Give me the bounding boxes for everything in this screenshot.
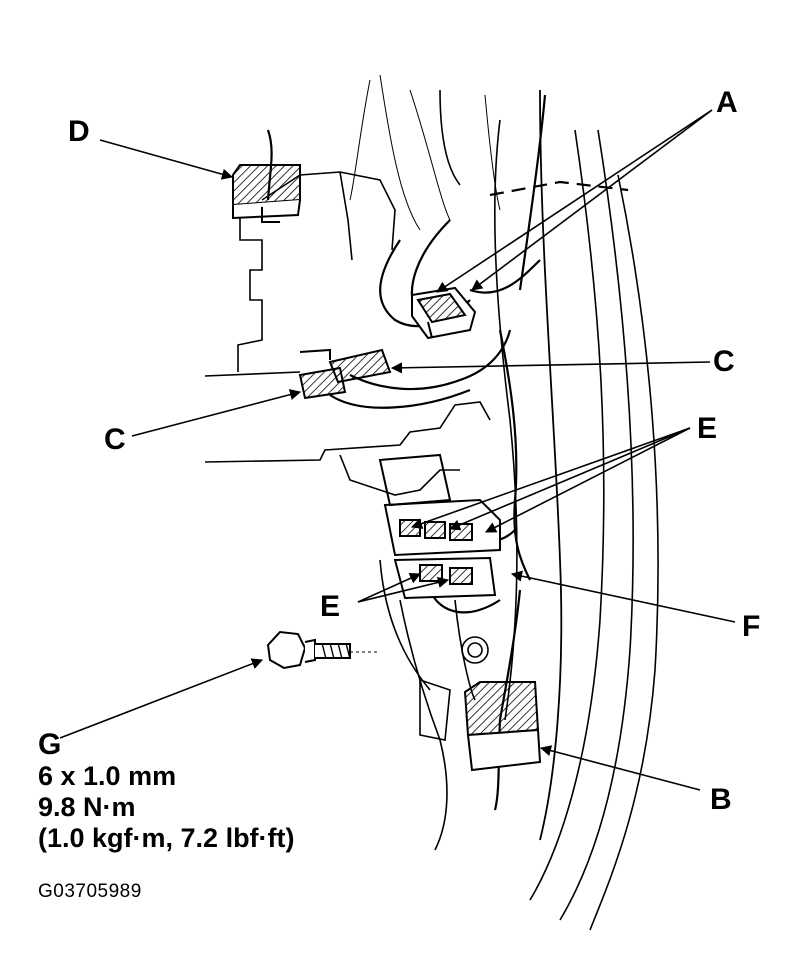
leader-e-upper-1 [410,427,691,529]
figure-id: G03705989 [38,881,142,902]
bolt-spec: 6 x 1.0 mm 9.8 N·m (1.0 kgf·m, 7.2 lbf·f… [38,761,295,854]
callout-c-left: C [104,423,126,456]
leader-b [539,745,701,791]
leader-d [99,139,234,180]
bolt-size: 6 x 1.0 mm [38,761,177,791]
connector-d [232,164,301,223]
callout-f: F [742,610,761,643]
bolt-torque-nm: 9.8 N·m [38,792,136,822]
connector-c [298,348,392,400]
leader-e-upper-2 [448,427,691,531]
connector-a [411,286,477,340]
callout-g: G [38,728,62,761]
callout-a: A [716,86,738,119]
leader-g [59,658,264,739]
leader-lines [59,109,736,791]
leader-e-lower-1 [357,573,422,603]
connector-e-group [378,453,501,600]
leader-c-right [390,361,711,374]
callout-d: D [68,115,90,148]
callout-e-lower: E [320,590,341,623]
leader-e-upper-3 [485,427,691,533]
leader-e-lower-2 [357,576,450,603]
leader-a-1 [436,109,713,293]
connector-b [463,681,542,772]
leader-f [510,570,736,623]
callout-b: B [710,783,732,816]
leader-a-2 [471,109,713,291]
leader-c-left [131,389,302,437]
bolt-torque-alt: (1.0 kgf·m, 7.2 lbf·ft) [38,823,295,853]
callout-e-upper: E [697,412,718,445]
callout-c-right: C [713,345,735,378]
bolt-icon [266,630,380,670]
